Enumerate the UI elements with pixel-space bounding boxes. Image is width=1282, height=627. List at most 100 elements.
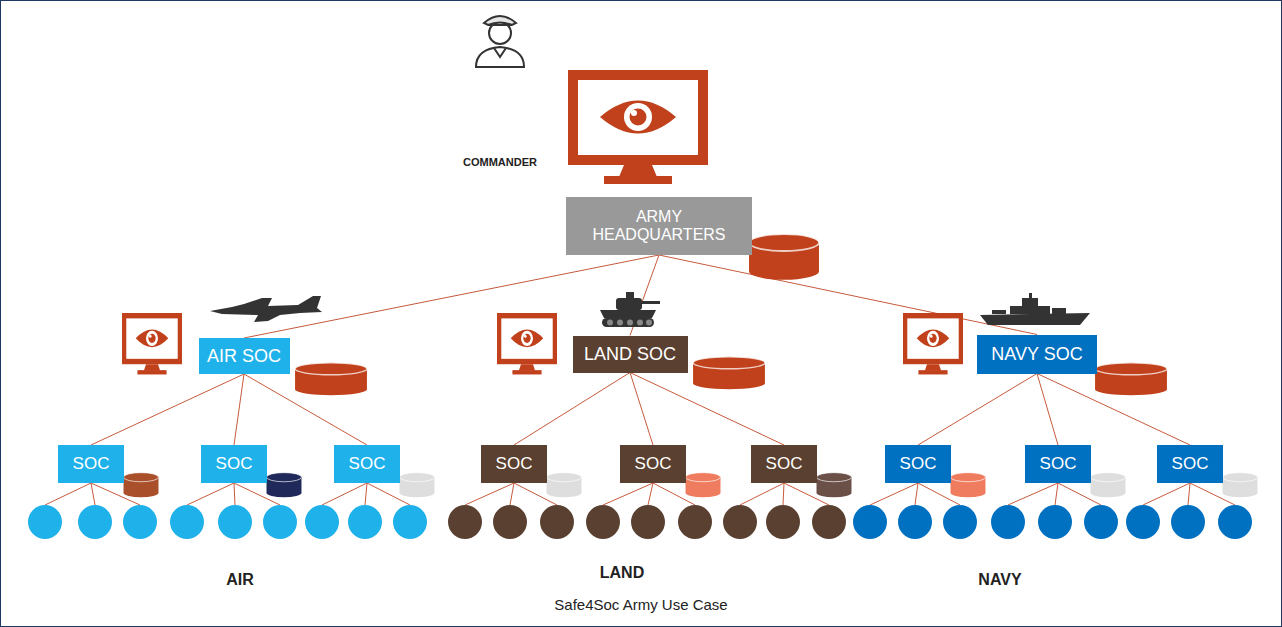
node-label: ARMY HEADQUARTERS — [589, 208, 729, 245]
database-icon — [547, 473, 582, 498]
leaf-wire — [740, 483, 784, 505]
database-icon — [693, 357, 765, 389]
database-icon — [295, 363, 367, 395]
database-icon — [267, 473, 302, 498]
leaf-wire — [1190, 483, 1235, 505]
leaf-node — [540, 505, 574, 539]
leaf-node — [348, 505, 382, 539]
leaf-wire — [783, 483, 784, 505]
leaf-node — [853, 505, 887, 539]
leaf-node — [448, 505, 482, 539]
node-label: SOC — [216, 454, 253, 474]
leaf-wire — [648, 483, 653, 505]
leaf-node — [1218, 505, 1252, 539]
branch-label: AIR — [226, 571, 254, 589]
leaf-wire — [510, 483, 514, 505]
node-label: SOC — [1172, 454, 1209, 474]
leaf-wire — [45, 483, 91, 505]
monitor-icon — [905, 316, 961, 375]
leaf-node — [898, 505, 932, 539]
leaf-wire — [91, 483, 95, 505]
connector — [514, 373, 630, 446]
leaf-wire — [870, 483, 918, 505]
leaf-node — [631, 505, 665, 539]
jet-icon — [210, 296, 322, 322]
leaf-node — [1171, 505, 1205, 539]
leaf-wire — [465, 483, 514, 505]
leaf-node — [1084, 505, 1118, 539]
connector — [630, 373, 653, 446]
leaf-node — [586, 505, 620, 539]
leaf-node — [812, 505, 846, 539]
soc-box: SOC — [751, 445, 817, 483]
branch-label: NAVY — [978, 571, 1021, 589]
monitor-icon — [573, 75, 703, 184]
commander-icon — [476, 16, 524, 67]
soc-box: LAND SOC — [573, 336, 688, 373]
connector — [1037, 374, 1058, 446]
leaf-node — [218, 505, 252, 539]
branch-label: LAND — [600, 564, 644, 582]
leaf-node — [723, 505, 757, 539]
leaf-node — [991, 505, 1025, 539]
connector — [244, 255, 659, 338]
node-label: LAND SOC — [584, 344, 676, 365]
soc-box: SOC — [481, 445, 547, 483]
database-icon — [686, 473, 721, 498]
node-label: SOC — [766, 454, 803, 474]
database-icon — [1223, 473, 1258, 498]
leaf-node — [493, 505, 527, 539]
monitor-icon — [499, 316, 555, 375]
database-icon — [749, 234, 819, 280]
leaf-node — [78, 505, 112, 539]
leaf-node — [28, 505, 62, 539]
database-icon — [1091, 473, 1126, 498]
node-label: SOC — [1040, 454, 1077, 474]
role-label: COMMANDER — [463, 156, 537, 168]
leaf-wire — [1058, 483, 1101, 505]
database-icon — [400, 473, 435, 498]
node-label: SOC — [635, 454, 672, 474]
leaf-wire — [367, 483, 410, 505]
soc-box: SOC — [201, 445, 267, 483]
connector — [234, 374, 244, 445]
database-icon — [951, 473, 986, 498]
leaf-node — [393, 505, 427, 539]
node-label: AIR SOC — [207, 346, 281, 367]
node-label: SOC — [73, 454, 110, 474]
database-icon — [1095, 363, 1167, 395]
database-icon — [817, 473, 852, 498]
node-label: SOC — [496, 454, 533, 474]
leaf-node — [678, 505, 712, 539]
leaf-wire — [653, 483, 695, 505]
leaf-wire — [918, 483, 960, 505]
soc-box: SOC — [1025, 445, 1091, 483]
leaf-node — [263, 505, 297, 539]
soc-box: SOC — [58, 445, 124, 483]
node-label: NAVY SOC — [991, 344, 1082, 365]
leaf-node — [123, 505, 157, 539]
soc-box: SOC — [620, 445, 686, 483]
connector — [91, 374, 244, 445]
soc-box: SOC — [334, 445, 400, 483]
leaf-wire — [1008, 483, 1058, 505]
connector — [918, 374, 1037, 446]
leaf-wire — [514, 483, 557, 505]
leaf-wire — [784, 483, 829, 505]
leaf-wire — [322, 483, 367, 505]
soc-box: NAVY SOC — [977, 335, 1097, 374]
leaf-node — [305, 505, 339, 539]
leaf-node — [766, 505, 800, 539]
leaf-wire — [1188, 483, 1190, 505]
headquarters-box: ARMY HEADQUARTERS — [566, 197, 752, 255]
soc-box: SOC — [885, 445, 951, 483]
leaf-wire — [234, 483, 235, 505]
leaf-wire — [91, 483, 140, 505]
leaf-wire — [603, 483, 653, 505]
leaf-wire — [234, 483, 280, 505]
caption: Safe4Soc Army Use Case — [554, 596, 727, 613]
leaf-node — [1038, 505, 1072, 539]
connector — [659, 255, 1037, 335]
leaf-node — [943, 505, 977, 539]
